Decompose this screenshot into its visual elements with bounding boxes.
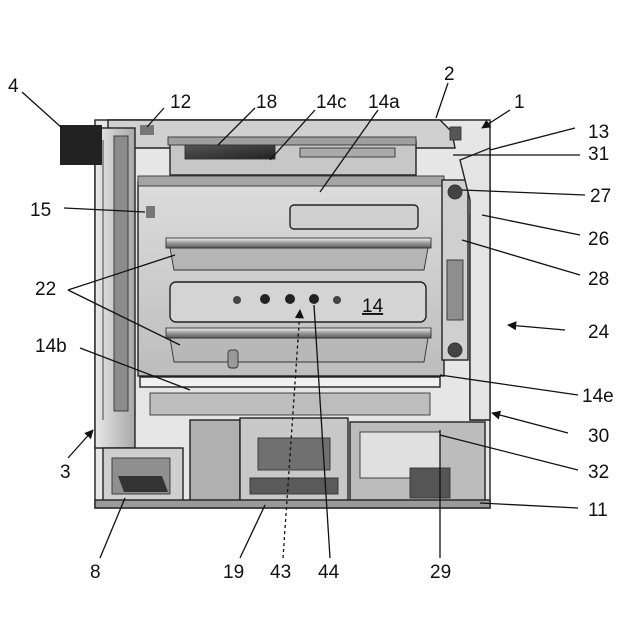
label-18: 18	[256, 92, 277, 113]
label-28: 28	[588, 269, 609, 290]
top-right-tab	[450, 127, 461, 140]
label-14c: 14c	[316, 92, 347, 113]
label-11: 11	[588, 500, 608, 521]
lower-rail-shadow	[170, 338, 428, 362]
lower-latch	[228, 350, 238, 368]
machine-body	[60, 120, 490, 508]
panel-hole	[285, 294, 295, 304]
machine-base	[95, 500, 490, 508]
upper-tray-top	[168, 137, 416, 145]
leader-24	[508, 325, 565, 330]
bottom-plate	[140, 377, 440, 387]
label-14: 14	[362, 296, 384, 317]
label-29: 29	[430, 562, 451, 583]
leader-26	[482, 215, 580, 235]
left-frame-rail	[114, 136, 128, 411]
label-22: 22	[35, 279, 56, 300]
label-27: 27	[590, 186, 611, 207]
right-spring	[447, 260, 463, 320]
label-14a: 14a	[368, 92, 400, 113]
label-12: 12	[170, 92, 191, 113]
label-30: 30	[588, 426, 609, 447]
leader-4	[22, 92, 62, 128]
panel-hole	[333, 296, 341, 304]
label-14e: 14e	[582, 386, 614, 407]
right-pulley-top	[448, 185, 462, 199]
leader-19	[240, 505, 265, 558]
label-43: 43	[270, 562, 291, 583]
cabinet-window	[290, 205, 418, 229]
leader-1	[482, 110, 510, 128]
label-44: 44	[318, 562, 340, 583]
lower-right-dark	[410, 468, 450, 498]
leader-30	[492, 413, 568, 433]
label-26: 26	[588, 229, 609, 250]
cabinet-top-band	[138, 176, 444, 186]
leader-11	[480, 503, 578, 508]
upper-rail	[166, 238, 431, 248]
label-3: 3	[60, 462, 71, 483]
leader-13	[490, 128, 575, 150]
carriage-head	[258, 438, 330, 470]
lower-left-tray-dark	[118, 476, 168, 492]
bottom-rail	[150, 393, 430, 415]
label-1: 1	[514, 92, 525, 113]
panel-hole	[309, 294, 319, 304]
leader-3	[68, 430, 93, 458]
lower-center-block	[190, 420, 240, 505]
label-2: 2	[444, 64, 455, 85]
upper-rail-shadow	[170, 248, 428, 270]
label-31: 31	[588, 144, 609, 165]
upper-tray-dark	[185, 145, 275, 159]
panel-hole	[260, 294, 270, 304]
part-15	[146, 206, 155, 218]
panel-hole	[233, 296, 241, 304]
label-14b: 14b	[35, 336, 67, 357]
label-4: 4	[8, 76, 19, 97]
label-15: 15	[30, 200, 51, 221]
label-24: 24	[588, 322, 610, 343]
leader-2	[436, 83, 448, 118]
label-19: 19	[223, 562, 244, 583]
label-13: 13	[588, 122, 609, 143]
external-block	[60, 125, 102, 165]
center-panel	[170, 282, 426, 322]
label-32: 32	[588, 462, 609, 483]
label-8: 8	[90, 562, 101, 583]
right-pulley-bottom	[448, 343, 462, 357]
